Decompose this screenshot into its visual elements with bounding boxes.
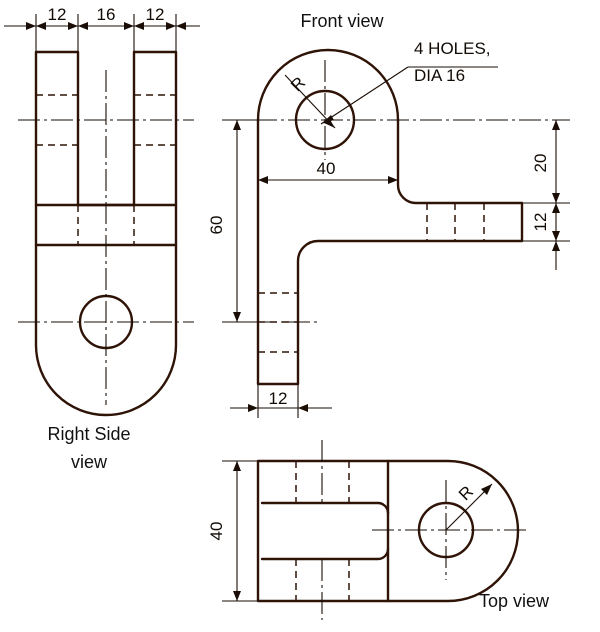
top-view: R 40 Top view: [207, 440, 550, 620]
right-side-view-label: Right Side: [47, 424, 130, 444]
holes-note-line1: 4 HOLES,: [414, 39, 491, 58]
top-view-outline: [256, 459, 520, 603]
top-view-slot: [260, 501, 390, 561]
top-view-label: Top view: [479, 591, 550, 611]
dim-front-height: 60: [207, 216, 226, 235]
right-side-outline: [34, 50, 178, 417]
dim-top-radius: R: [455, 482, 477, 504]
dim-front-top-offset: 20: [531, 154, 550, 173]
holes-note-line2: DIA 16: [414, 66, 465, 85]
dim-side-right-width: 12: [146, 5, 165, 24]
dim-front-arm-thickness: 12: [531, 213, 550, 232]
dim-top-depth: 40: [207, 522, 226, 541]
right-side-view-label-line2: view: [71, 452, 108, 472]
dim-front-radius: R: [287, 73, 309, 95]
front-view-label: Front view: [300, 11, 384, 31]
dim-side-gap-width: 16: [97, 5, 116, 24]
dim-front-upright-thickness: 12: [269, 389, 288, 408]
dim-front-arm-length: 40: [317, 159, 336, 178]
right-side-view: 12 16 12 Right Side view: [4, 5, 200, 472]
front-view-outline: [256, 48, 524, 386]
dim-side-left-width: 12: [48, 5, 67, 24]
front-view: Front view R 4 HOLES, DIA 16 40: [207, 11, 570, 418]
